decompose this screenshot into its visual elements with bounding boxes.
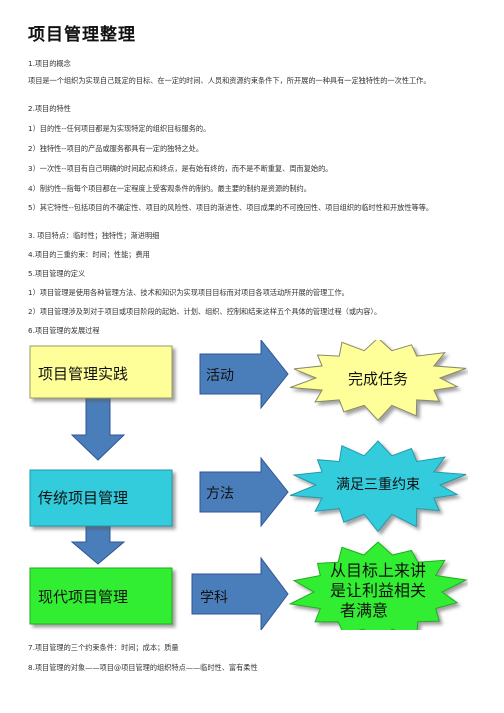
paragraph-triple-constraint: 4.项目的三重约束：时间；性能；费用 <box>28 250 150 259</box>
burst-stakeholder: 从目标上来讲 是让利益相关 者满意 <box>288 541 468 630</box>
right-arrow-method: 方法 <box>199 456 289 528</box>
right-arrow-activity: 活动 <box>199 340 289 410</box>
arrow-activity-label: 活动 <box>206 368 234 384</box>
paragraph-project-features: 3. 项目特点：临时性；独特性；渐进明细 <box>28 231 160 240</box>
heading-pm-definition: 5.项目管理的定义 <box>28 269 86 278</box>
box-pm-practice: 项目管理实践 <box>29 345 173 399</box>
box-traditional-pm: 传统项目管理 <box>29 469 173 527</box>
paragraph-project-concept: 项目是一个组织为实现自己既定的目标、在一定的时间、人员和资源约束条件下，所开展的… <box>28 76 431 85</box>
list-item-purpose: 1）目的性--任何项目都是为实现特定的组织目标服务的。 <box>28 124 211 133</box>
heading-pm-development: 6.项目管理的发展过程 <box>28 326 100 335</box>
box-traditional-pm-label: 传统项目管理 <box>38 489 128 507</box>
burst-triple-constraint-label: 满足三重约束 <box>336 477 420 493</box>
burst-complete-task-label: 完成任务 <box>348 370 408 388</box>
burst-complete-task: 完成任务 <box>290 340 467 422</box>
list-item-uniqueness: 2）独特性--项目的产品或服务都具有一定的独特之处。 <box>28 144 204 153</box>
list-item-constraint: 4）制约性--指每个项目都在一定程度上受客观条件的制约。最主要的制约是资源的制约… <box>28 184 311 193</box>
box-pm-practice-label: 项目管理实践 <box>38 365 128 383</box>
heading-project-concept: 1.项目的概念 <box>28 59 71 68</box>
burst-stakeholder-line-1: 从目标上来讲 <box>330 561 426 580</box>
list-item-other: 5）其它特性--包括项目的不确定性、项目的风险性、项目的渐进性、项目成果的不可挽… <box>28 203 434 212</box>
paragraph-pm-object: 8.项目管理的对象——项目@项目管理的组织特点——临时性、富有柔性 <box>28 663 258 672</box>
down-arrow-2 <box>70 523 126 565</box>
burst-stakeholder-line-3: 者满意 <box>340 601 388 620</box>
box-modern-pm-label: 现代项目管理 <box>38 588 128 606</box>
right-arrow-discipline: 学科 <box>191 556 289 630</box>
list-item-one-time: 3）一次性--项目有自己明确的时间起点和终点，是有始有终的，而不是不断重复、周而… <box>28 164 333 173</box>
pm-development-diagram: 项目管理实践 传统项目管理 现代项目管理 活动 方法 学科 完成任务 <box>29 340 468 630</box>
heading-project-characteristics: 2.项目的特性 <box>28 104 71 113</box>
burst-triple-constraint: 满足三重约束 <box>290 440 467 533</box>
list-item-pm-definition-2: 2）项目管理涉及到对于项目或项目阶段的起始、计划、组织、控制和结束这样五个具体的… <box>28 307 382 316</box>
paragraph-three-constraints: 7.项目管理的三个约束条件：时间；成本；质量 <box>28 643 179 652</box>
list-item-pm-definition-1: 1）项目管理是使用各种管理方法、技术和知识为实现项目目标而对项目各项活动所开展的… <box>28 288 349 297</box>
arrow-method-label: 方法 <box>206 486 234 502</box>
box-modern-pm: 现代项目管理 <box>29 567 173 625</box>
down-arrow-1 <box>70 395 126 461</box>
arrow-discipline-label: 学科 <box>200 590 228 606</box>
burst-stakeholder-line-2: 是让利益相关 <box>330 581 426 600</box>
page-title: 项目管理整理 <box>28 25 136 45</box>
